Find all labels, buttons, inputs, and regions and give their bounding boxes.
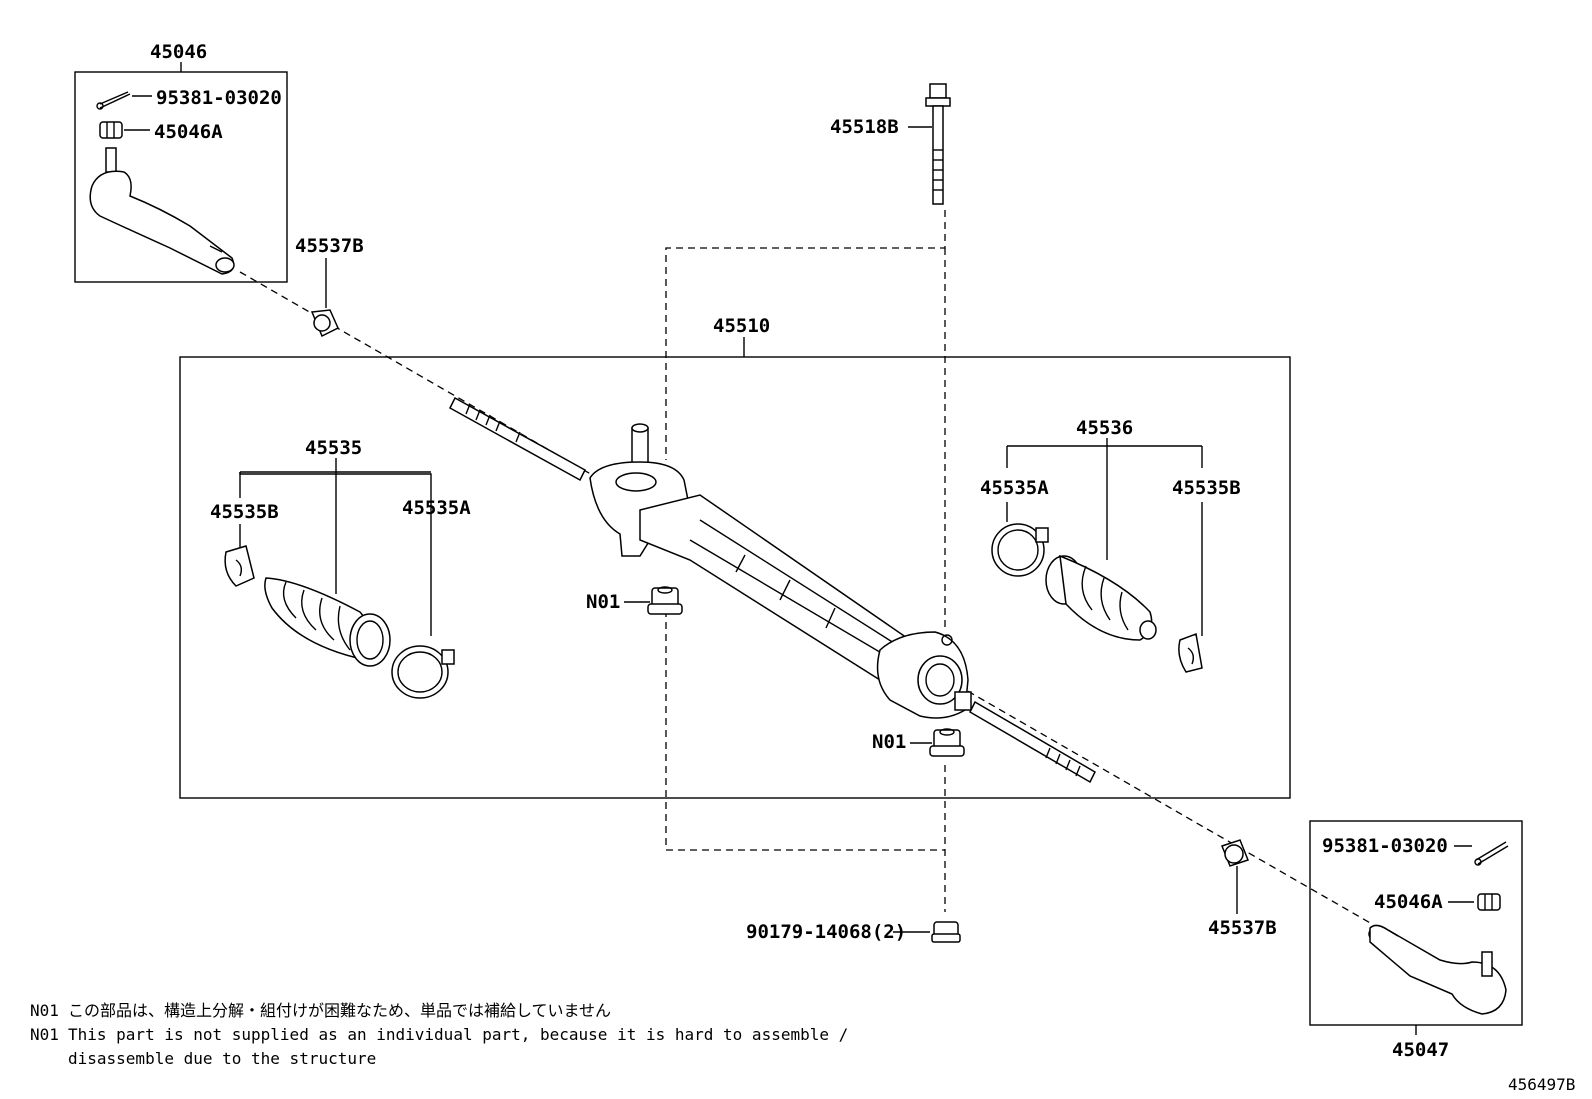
boot-right-icon xyxy=(1045,554,1157,641)
clamp-large-right-icon xyxy=(991,523,1049,577)
label-45535B-left: 45535B xyxy=(210,501,279,523)
label-45046A-bottom: 45046A xyxy=(1374,891,1443,913)
note-jp-text: この部品は、構造上分解・組付けが困難なため、単品では補給していません xyxy=(68,1001,611,1020)
note-en-prefix: N01 xyxy=(30,1025,59,1044)
label-n01-top: N01 xyxy=(586,591,620,613)
label-n01-bottom: N01 xyxy=(872,731,906,753)
label-45537B-bottom: 45537B xyxy=(1208,917,1277,939)
box-45510 xyxy=(179,356,1291,799)
label-95381-bottom: 95381-03020 xyxy=(1322,835,1448,857)
bushing-top-icon xyxy=(310,309,339,338)
nut-n01-bottom-icon xyxy=(929,728,965,757)
clip-small-right-icon xyxy=(1178,632,1203,673)
figure-code: 456497B xyxy=(1508,1075,1575,1094)
label-45046A-top: 45046A xyxy=(154,121,223,143)
label-45046: 45046 xyxy=(150,41,207,63)
tie-rod-end-right-icon xyxy=(1368,924,1507,1015)
note-jp-prefix: N01 xyxy=(30,1001,59,1020)
castle-nut-bottom-icon xyxy=(1477,893,1501,911)
nut-n01-top-icon xyxy=(647,586,683,615)
boot-left-icon xyxy=(264,577,391,667)
label-45535A-right: 45535A xyxy=(980,477,1049,499)
label-45535A-left: 45535A xyxy=(402,497,471,519)
bolt-icon xyxy=(925,83,951,205)
label-45537B-top: 45537B xyxy=(295,235,364,257)
tie-rod-end-left-icon xyxy=(89,147,235,275)
label-45518B: 45518B xyxy=(830,116,899,138)
steering-gear-rack-icon xyxy=(449,396,1096,784)
clip-small-left-icon xyxy=(224,545,255,587)
label-90179: 90179-14068(2) xyxy=(746,921,906,943)
note-en-line1: This part is not supplied as an individu… xyxy=(68,1025,848,1044)
label-45535: 45535 xyxy=(305,437,362,459)
label-95381-top: 95381-03020 xyxy=(156,87,282,109)
flange-nut-icon xyxy=(931,921,961,943)
label-45536: 45536 xyxy=(1076,417,1133,439)
note-en-line2: disassemble due to the structure xyxy=(68,1049,376,1068)
cotter-pin-bottom-icon xyxy=(1474,841,1509,866)
cotter-pin-icon xyxy=(96,91,131,110)
label-45535B-right: 45535B xyxy=(1172,477,1241,499)
label-45047: 45047 xyxy=(1392,1039,1449,1061)
castle-nut-icon xyxy=(99,121,123,139)
clamp-large-left-icon xyxy=(391,645,455,699)
bushing-bottom-icon xyxy=(1221,839,1249,867)
label-45510: 45510 xyxy=(713,315,770,337)
